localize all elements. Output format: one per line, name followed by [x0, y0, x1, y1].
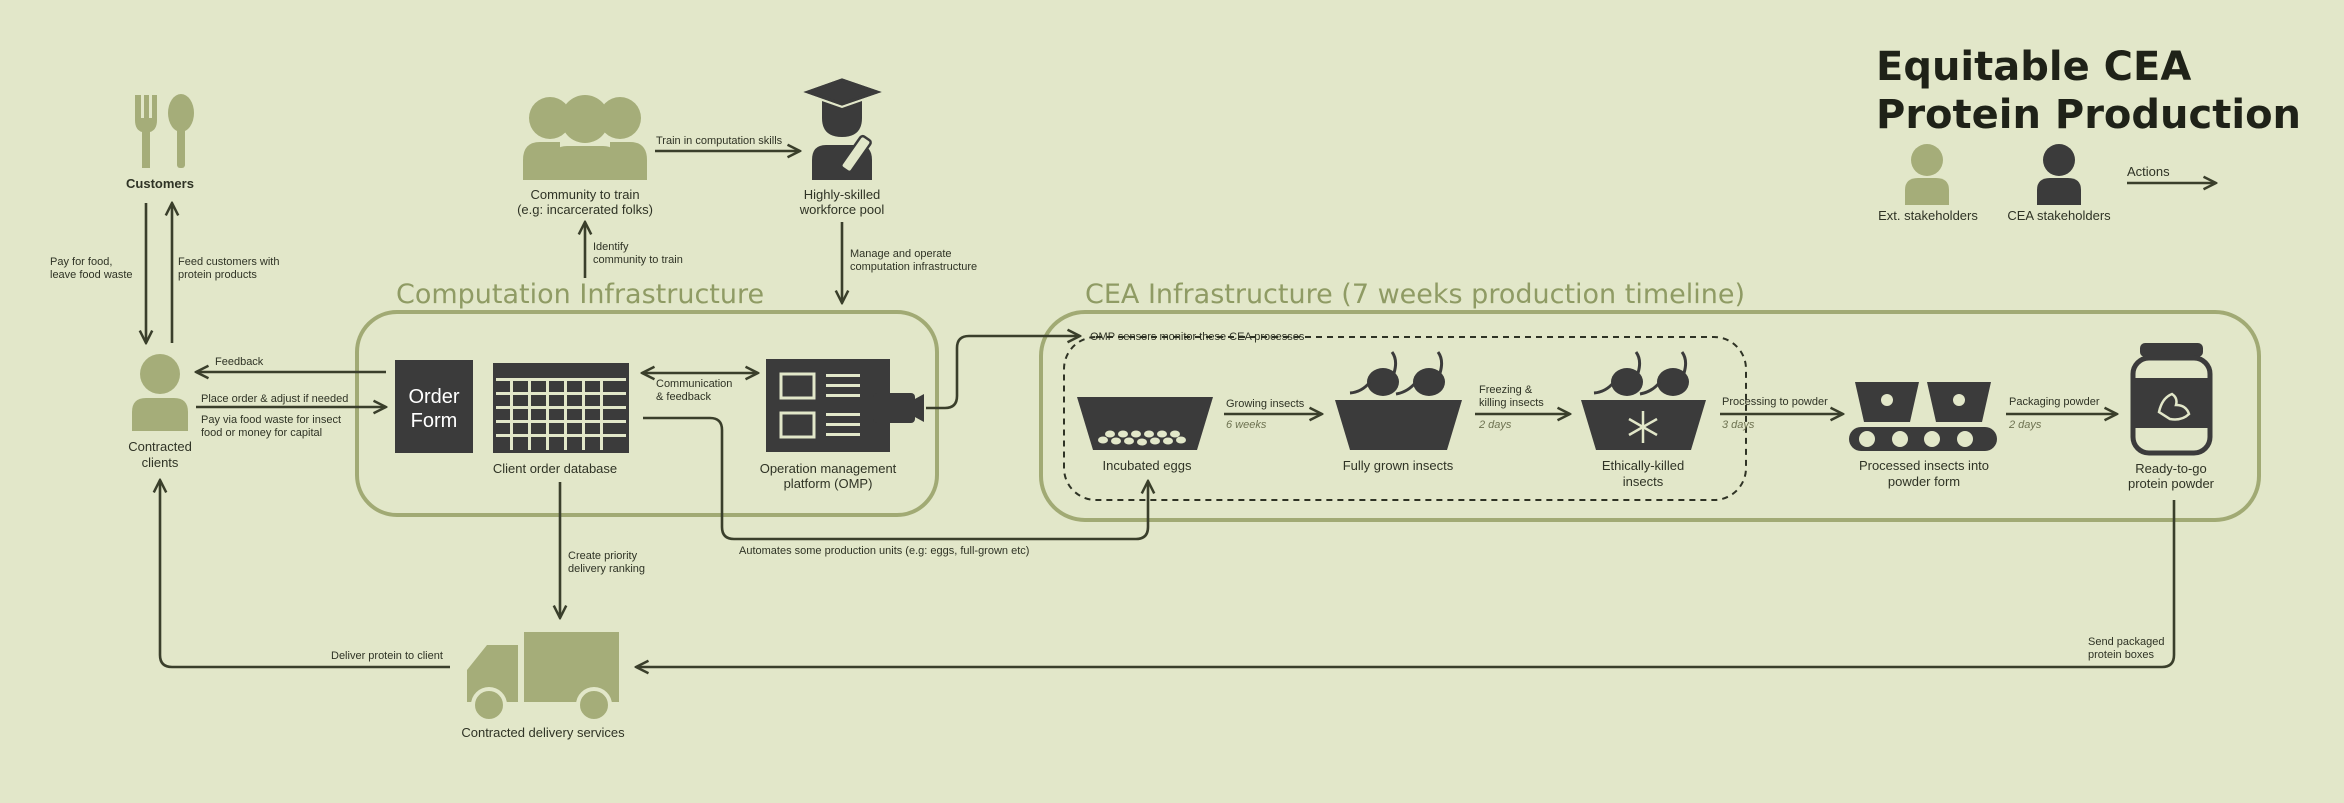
- processed-label-1: Processed insects into: [1859, 458, 1989, 473]
- frozen-insects-bin-icon: [1581, 351, 1706, 450]
- send-boxes-arrow: [636, 500, 2176, 667]
- cea-infrastructure-box: [1039, 310, 2261, 522]
- legend-ext-icon: [1905, 144, 1949, 205]
- feed-customers-label-1: Feed customers with: [178, 256, 279, 268]
- freezing-label-2: killing insects: [1479, 397, 1544, 409]
- feed-customers-label-2: protein products: [178, 269, 257, 281]
- ready-label-1: Ready-to-go: [2135, 461, 2207, 476]
- graduate-worker-icon: [803, 78, 882, 180]
- muscle-icon: [2157, 392, 2191, 421]
- client-database-grid-icon: [493, 363, 629, 453]
- priority-label-1: Create priority: [568, 550, 638, 562]
- omp-monitored-processes-box: [1063, 336, 1747, 501]
- title-line-2: Protein Production: [1876, 92, 2301, 138]
- order-form-label-2: Form: [411, 410, 458, 432]
- automates-label: Automates some production units (e.g: eg…: [739, 545, 1029, 557]
- train-label: Train in computation skills: [656, 135, 783, 147]
- killed-insects-label-2: insects: [1623, 474, 1664, 489]
- order-form-box: [395, 360, 473, 453]
- killed-insects-label-1: Ethically-killed: [1602, 458, 1684, 473]
- communication-label-2: & feedback: [656, 391, 712, 403]
- legend-cea-label: CEA stakeholders: [2007, 208, 2111, 223]
- grown-insects-label: Fully grown insects: [1343, 458, 1454, 473]
- snowflake-icon: [1628, 411, 1658, 443]
- processing-duration: 3 days: [1722, 419, 1755, 431]
- eggs-label: Incubated eggs: [1103, 458, 1192, 473]
- pay-for-food-label-1: Pay for food,: [50, 256, 112, 268]
- growing-duration: 6 weeks: [1226, 419, 1267, 431]
- client-database-label: Client order database: [493, 461, 617, 476]
- omp-label-2: platform (OMP): [784, 476, 873, 491]
- omp-label-1: Operation management: [760, 461, 897, 476]
- grown-insects-bin-icon: [1335, 351, 1462, 450]
- conveyor-processing-icon: [1849, 382, 1997, 451]
- workforce-label-2: workforce pool: [799, 202, 885, 217]
- legend-ext-label: Ext. stakeholders: [1878, 208, 1978, 223]
- pay-waste-label-2: food or money for capital: [201, 427, 322, 439]
- identify-label-1: Identify: [593, 241, 629, 253]
- deliver-label: Deliver protein to client: [331, 650, 443, 662]
- cea-infrastructure-heading: CEA Infrastructure (7 weeks production t…: [1085, 279, 1745, 310]
- omp-sensors-arrow: [926, 336, 1080, 410]
- delivery-truck-icon: [467, 632, 619, 723]
- manage-label-1: Manage and operate: [850, 248, 952, 260]
- manage-label-2: computation infrastructure: [850, 261, 977, 273]
- computation-infrastructure-box: [355, 310, 939, 517]
- title-line-1: Equitable CEA: [1876, 44, 2191, 90]
- legend-cea-icon: [2037, 144, 2081, 205]
- fork-spoon-icon: [135, 94, 194, 168]
- contracted-clients-label-2: clients: [142, 455, 179, 470]
- pay-for-food-label-2: leave food waste: [50, 269, 133, 281]
- priority-label-2: delivery ranking: [568, 563, 645, 575]
- ready-label-2: protein powder: [2128, 476, 2215, 491]
- freezing-duration: 2 days: [1478, 419, 1512, 431]
- identify-label-2: community to train: [593, 254, 683, 266]
- incubated-eggs-tray-icon: [1077, 397, 1213, 450]
- community-group-icon: [523, 95, 647, 180]
- communication-label-1: Communication: [656, 378, 732, 390]
- freezing-label-1: Freezing &: [1479, 384, 1533, 396]
- send-boxes-label-2: protein boxes: [2088, 649, 2155, 661]
- workforce-label-1: Highly-skilled: [804, 187, 881, 202]
- customers-label: Customers: [126, 176, 194, 191]
- pay-waste-label-1: Pay via food waste for insect: [201, 414, 341, 426]
- place-order-label: Place order & adjust if needed: [201, 393, 348, 405]
- contracted-clients-icon: [132, 354, 188, 431]
- order-form-label-1: Order: [408, 386, 459, 408]
- omp-dashboard-camera-icon: [766, 359, 924, 452]
- processed-label-2: powder form: [1888, 474, 1960, 489]
- feedback-label: Feedback: [215, 356, 264, 368]
- legend-actions-label: Actions: [2127, 164, 2170, 179]
- packaging-duration: 2 days: [2008, 419, 2042, 431]
- processing-label: Processing to powder: [1722, 396, 1828, 408]
- packaging-label: Packaging powder: [2009, 396, 2100, 408]
- community-label-2: (e.g: incarcerated folks): [517, 202, 653, 217]
- deliver-arrow: [160, 480, 450, 669]
- computation-infrastructure-heading: Computation Infrastructure: [396, 279, 764, 310]
- delivery-label: Contracted delivery services: [461, 725, 625, 740]
- send-boxes-label-1: Send packaged: [2088, 636, 2164, 648]
- community-label-1: Community to train: [530, 187, 639, 202]
- protein-jar-icon: [2130, 343, 2213, 456]
- growing-label: Growing insects: [1226, 398, 1305, 410]
- automates-arrow: [643, 416, 1148, 541]
- contracted-clients-label-1: Contracted: [128, 439, 192, 454]
- omp-sensors-label: OMP sensors monitor these CEA processes: [1090, 331, 1305, 343]
